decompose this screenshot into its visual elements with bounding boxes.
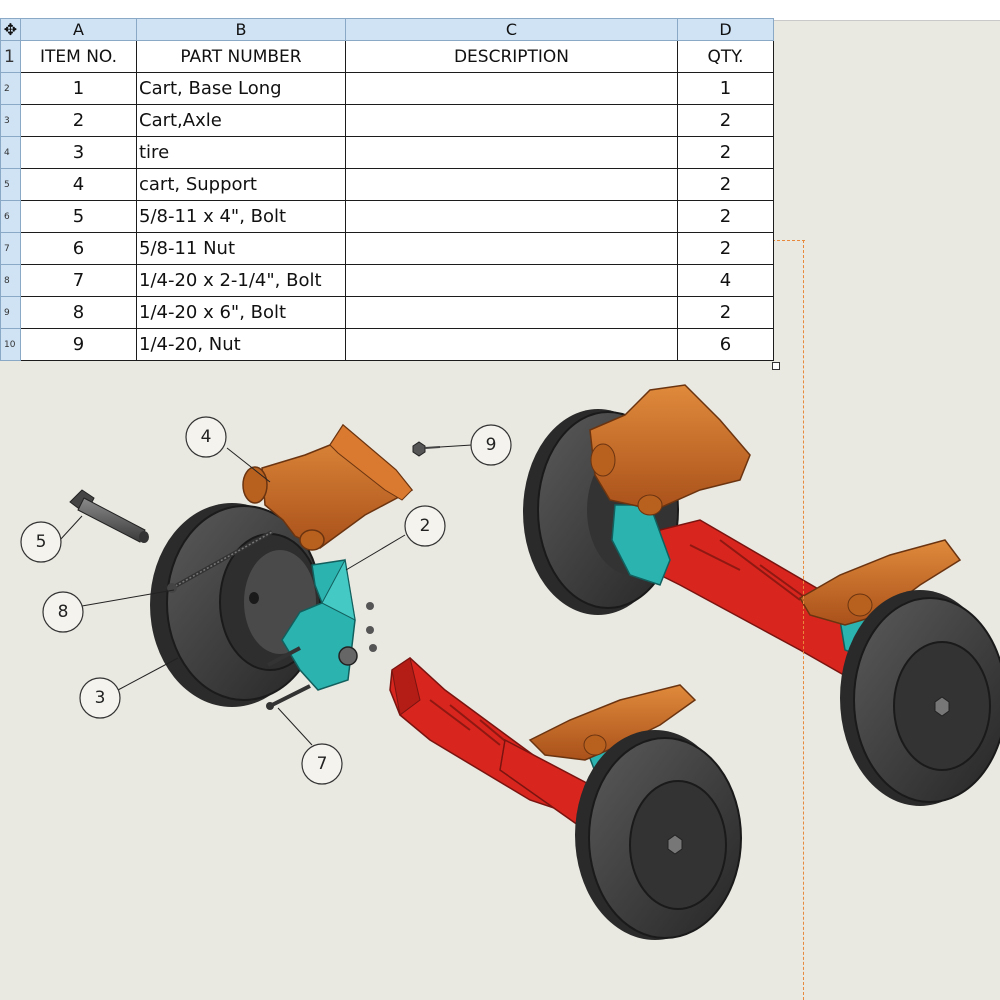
column-letter-b[interactable]: B [136,18,346,41]
exploded-support-4 [242,423,414,551]
qty-cell[interactable]: 2 [677,136,774,169]
table-row: 5 4 cart, Support 2 [0,168,774,201]
balloon-8-label: 8 [58,602,69,622]
description-cell[interactable] [345,232,678,265]
description-cell[interactable] [345,168,678,201]
row-number[interactable]: 4 [0,136,21,169]
column-letter-a[interactable]: A [20,18,137,41]
qty-cell[interactable]: 2 [677,232,774,265]
item-no-cell[interactable]: 7 [20,264,137,297]
row-number[interactable]: 5 [0,168,21,201]
table-row: 10 9 1/4-20, Nut 6 [0,328,774,361]
qty-cell[interactable]: 2 [677,104,774,137]
description-cell[interactable] [345,72,678,105]
column-letter-c[interactable]: C [345,18,678,41]
selection-guide-vertical [803,240,804,1000]
part-number-cell[interactable]: 5/8-11 x 4", Bolt [136,200,346,233]
header-row: 1 ITEM NO. PART NUMBER DESCRIPTION QTY. [0,40,774,73]
header-qty[interactable]: QTY. [677,40,774,73]
balloon-7-label: 7 [317,754,328,774]
qty-cell[interactable]: 2 [677,168,774,201]
balloon-5-label: 5 [36,532,47,552]
balloon-8[interactable] [42,591,84,633]
part-number-cell[interactable]: 1/4-20, Nut [136,328,346,361]
balloon-9[interactable] [470,424,512,466]
table-row: 9 8 1/4-20 x 6", Bolt 2 [0,296,774,329]
description-cell[interactable] [345,328,678,361]
balloon-7[interactable] [301,743,343,785]
description-cell[interactable] [345,296,678,329]
exploded-view [69,423,601,821]
row-number[interactable]: 3 [0,104,21,137]
part-number-cell[interactable]: 1/4-20 x 2-1/4", Bolt [136,264,346,297]
row-number[interactable]: 7 [0,232,21,265]
row-number[interactable]: 10 [0,328,21,361]
table-row: 3 2 Cart,Axle 2 [0,104,774,137]
balloon-3-label: 3 [95,688,106,708]
balloon-9-label: 9 [486,435,497,455]
qty-cell[interactable]: 6 [677,328,774,361]
description-cell[interactable] [345,264,678,297]
exploded-axle-bracket-2 [281,558,377,691]
assembled-cart [499,384,1000,940]
part-number-cell[interactable]: Cart, Base Long [136,72,346,105]
part-number-cell[interactable]: 1/4-20 x 6", Bolt [136,296,346,329]
description-cell[interactable] [345,104,678,137]
item-no-cell[interactable]: 2 [20,104,137,137]
row-number[interactable]: 8 [0,264,21,297]
table-resize-handle[interactable] [772,362,780,370]
part-number-cell[interactable]: 5/8-11 Nut [136,232,346,265]
item-no-cell[interactable]: 8 [20,296,137,329]
qty-cell[interactable]: 4 [677,264,774,297]
column-letter-row: ✥ A B C D [0,18,774,41]
table-row: 4 3 tire 2 [0,136,774,169]
move-table-icon[interactable]: ✥ [0,18,21,41]
item-no-cell[interactable]: 1 [20,72,137,105]
table-row: 8 7 1/4-20 x 2-1/4", Bolt 4 [0,264,774,297]
callout-balloons: 4 9 2 5 8 3 7 [20,416,512,785]
exploded-bolt-5 [69,489,149,543]
part-number-cell[interactable]: Cart,Axle [136,104,346,137]
item-no-cell[interactable]: 6 [20,232,137,265]
exploded-nut-9 [412,441,441,457]
row-number[interactable]: 9 [0,296,21,329]
balloon-4[interactable] [185,416,227,458]
balloon-5[interactable] [20,521,62,563]
qty-cell[interactable]: 1 [677,72,774,105]
row-number[interactable]: 2 [0,72,21,105]
header-description[interactable]: DESCRIPTION [345,40,678,73]
column-letter-d[interactable]: D [677,18,774,41]
balloon-3[interactable] [79,677,121,719]
qty-cell[interactable]: 2 [677,296,774,329]
part-number-cell[interactable]: cart, Support [136,168,346,201]
item-no-cell[interactable]: 3 [20,136,137,169]
row-number[interactable]: 6 [0,200,21,233]
balloon-4-label: 4 [201,427,212,447]
row-number[interactable]: 1 [0,40,21,73]
item-no-cell[interactable]: 4 [20,168,137,201]
table-row: 6 5 5/8-11 x 4", Bolt 2 [0,200,774,233]
bill-of-materials-table[interactable]: ✥ A B C D 1 ITEM NO. PART NUMBER DESCRIP… [0,18,774,361]
balloon-2-label: 2 [420,516,431,536]
table-row: 7 6 5/8-11 Nut 2 [0,232,774,265]
balloon-2[interactable] [404,505,446,547]
description-cell[interactable] [345,136,678,169]
part-number-cell[interactable]: tire [136,136,346,169]
header-part-number[interactable]: PART NUMBER [136,40,346,73]
table-row: 2 1 Cart, Base Long 1 [0,72,774,105]
description-cell[interactable] [345,200,678,233]
item-no-cell[interactable]: 9 [20,328,137,361]
exploded-bolt-7 [266,646,311,710]
item-no-cell[interactable]: 5 [20,200,137,233]
qty-cell[interactable]: 2 [677,200,774,233]
header-item-no[interactable]: ITEM NO. [20,40,137,73]
